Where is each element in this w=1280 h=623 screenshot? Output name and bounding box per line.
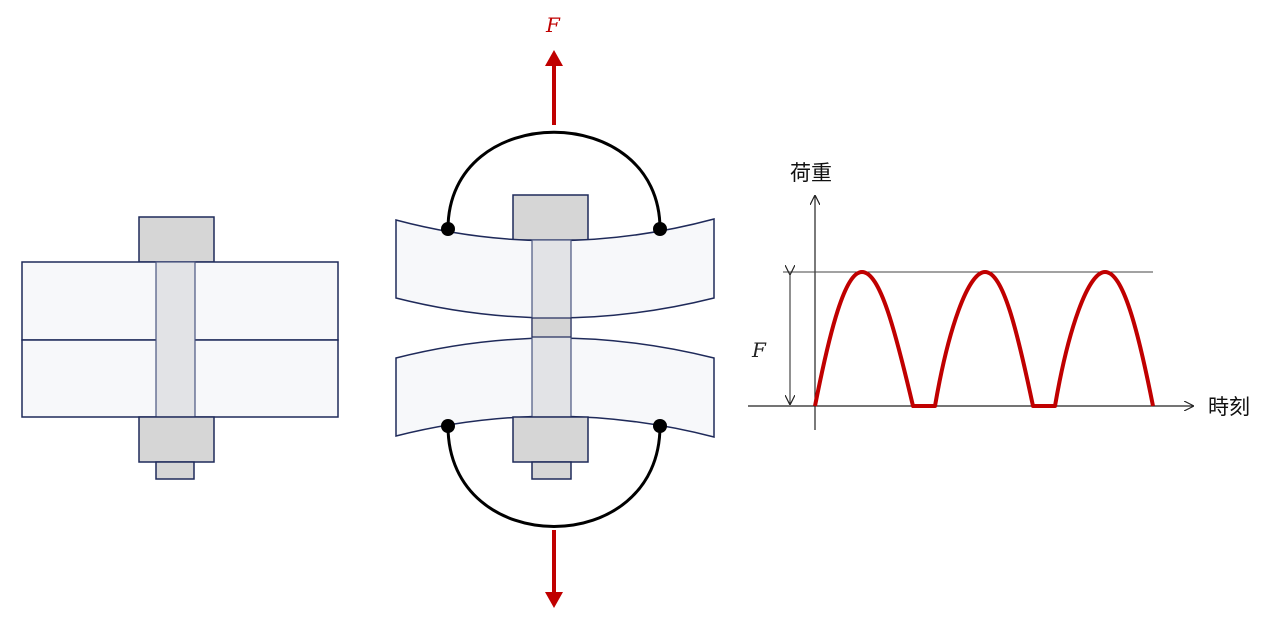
- pin-joint: [653, 419, 667, 433]
- lower-load-bracket: [446, 425, 662, 528]
- pin-joint: [441, 419, 455, 433]
- nut: [138, 416, 215, 463]
- upper-load-bracket: [446, 130, 662, 230]
- loaded-bolted-joint: F: [395, 13, 715, 608]
- bolt-end: [531, 461, 572, 480]
- pin-joint: [653, 222, 667, 236]
- force-arrow-down: [545, 530, 563, 608]
- bolt-end: [155, 461, 195, 480]
- force-label: F: [545, 13, 561, 37]
- bolt-shank: [155, 261, 196, 418]
- y-axis-label: 荷重: [790, 161, 832, 185]
- pin-joint: [441, 222, 455, 236]
- bolt-shank-gap: [531, 317, 572, 338]
- load-time-graph: 荷重 時刻 F: [748, 161, 1250, 430]
- nut: [512, 416, 589, 463]
- load-curve: [813, 270, 1155, 408]
- x-axis-label: 時刻: [1208, 395, 1250, 419]
- unloaded-bolted-joint: [21, 216, 339, 480]
- force-arrow-up: [545, 50, 563, 125]
- bolt-head: [138, 216, 215, 263]
- amplitude-label: F: [751, 338, 767, 362]
- bolt-head: [512, 194, 589, 241]
